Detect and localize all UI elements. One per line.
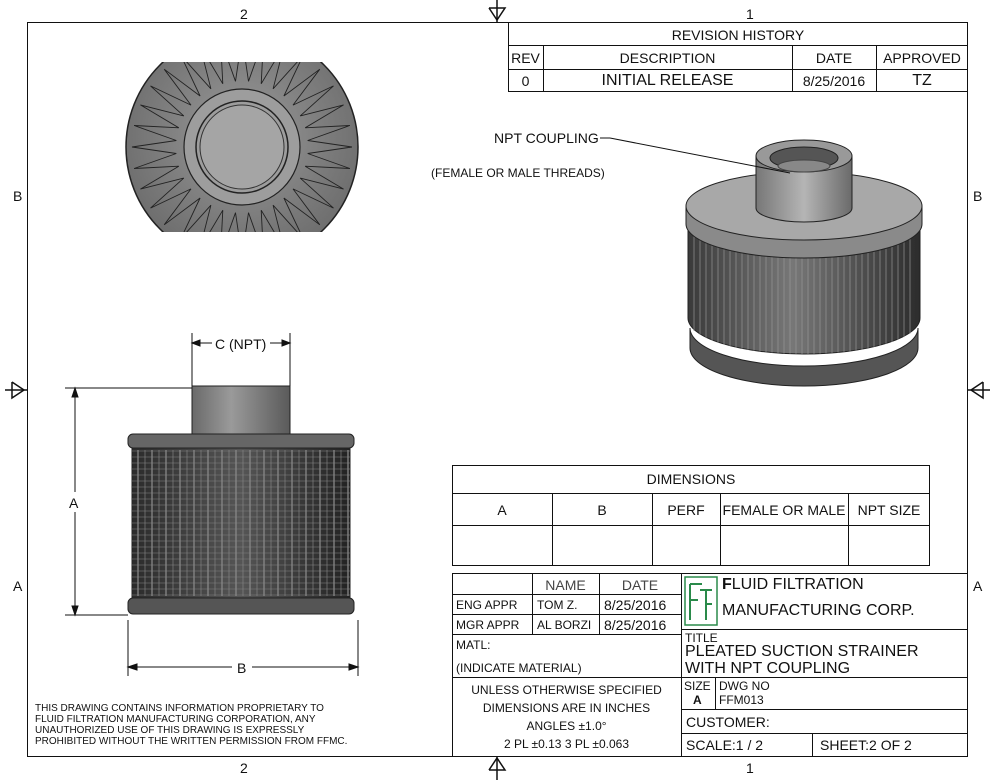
scale-label: SCALE:1 / 2 <box>686 737 764 753</box>
tolerance-line-3: ANGLES ±1.0° <box>526 719 607 733</box>
mgr-appr-name: AL BORZI <box>537 618 592 632</box>
strainer-isometric-view <box>685 139 923 387</box>
drawing-title-line-1: PLEATED SUCTION STRAINER <box>685 643 919 660</box>
approval-name-header: NAME <box>545 577 586 593</box>
proprietary-line-2: FLUID FILTRATION MANUFACTURING CORPORATI… <box>35 714 316 725</box>
dim-header-npt-size: NPT SIZE <box>857 502 921 518</box>
dimensions-table <box>452 465 930 566</box>
proprietary-line-3: UNAUTHORIZED USE OF THIS DRAWING IS EXPR… <box>35 725 305 736</box>
callout-threads: (FEMALE OR MALE THREADS) <box>431 166 605 180</box>
zone-bottom-right: 1 <box>746 760 754 776</box>
company-logo <box>684 576 718 626</box>
zone-bottom-left: 2 <box>240 760 248 776</box>
eng-appr-date: 8/25/2016 <box>604 597 667 613</box>
proprietary-line-1: THIS DRAWING CONTAINS INFORMATION PROPRI… <box>35 703 324 714</box>
zone-top-left: 2 <box>240 6 248 22</box>
eng-appr-label: ENG APPR <box>456 598 518 612</box>
rev-header-date: DATE <box>815 50 853 66</box>
size-label: SIZE <box>684 679 711 693</box>
approval-date-header: DATE <box>621 577 659 593</box>
tolerance-line-1: UNLESS OTHERWISE SPECIFIED <box>471 683 662 697</box>
company-name-line-2: MANUFACTURING CORP. <box>722 602 915 619</box>
strainer-side-view <box>127 385 355 615</box>
mgr-appr-date: 8/25/2016 <box>604 617 667 633</box>
material-label: MATL: <box>456 638 491 652</box>
rev-value-date: 8/25/2016 <box>802 73 866 89</box>
strainer-top-view <box>125 62 359 232</box>
dim-header-female-or-male: FEMALE OR MALE <box>722 502 846 518</box>
dim-header-b: B <box>597 502 607 518</box>
title-label: TITLE <box>685 631 718 645</box>
dim-header-a: A <box>497 502 507 518</box>
dwg-no-label: DWG NO <box>719 679 770 693</box>
tolerance-line-2: DIMENSIONS ARE IN INCHES <box>482 701 651 715</box>
revision-table <box>508 22 968 92</box>
rev-header-approved: APPROVED <box>883 50 961 66</box>
callout-npt-coupling: NPT COUPLING <box>494 130 599 146</box>
zone-left-bottom: A <box>13 578 23 594</box>
sheet-label: SHEET:2 OF 2 <box>820 737 912 753</box>
dwg-no-value: FFM013 <box>719 693 764 707</box>
drawing-title-line-2: WITH NPT COUPLING <box>685 660 851 677</box>
tolerance-line-4: 2 PL ±0.13 3 PL ±0.063 <box>503 737 630 751</box>
zone-top-right: 1 <box>746 6 754 22</box>
title-block <box>452 573 968 757</box>
eng-appr-name: TOM Z. <box>537 598 578 612</box>
company-name-line-1: FLUID FILTRATION <box>722 576 864 593</box>
rev-header-rev: REV <box>511 50 540 66</box>
customer-label: CUSTOMER: <box>686 714 770 730</box>
dim-a-label: A <box>69 495 79 511</box>
rev-header-description: DESCRIPTION <box>619 50 716 66</box>
dim-b-label: B <box>237 660 247 676</box>
size-value: A <box>693 693 702 707</box>
rev-value-approved: TZ <box>912 72 932 89</box>
zone-left-top: B <box>13 188 23 204</box>
rev-value-description: INITIAL RELEASE <box>601 72 734 89</box>
zone-right-bottom: A <box>973 578 983 594</box>
dim-c-label: C (NPT) <box>215 336 267 352</box>
zone-right-top: B <box>973 188 983 204</box>
mgr-appr-label: MGR APPR <box>456 618 520 632</box>
dim-header-perf: PERF <box>667 502 705 518</box>
dimensions-title: DIMENSIONS <box>646 471 736 487</box>
rev-value-rev: 0 <box>521 73 530 89</box>
proprietary-line-4: PROHIBITED WITHOUT THE WRITTEN PERMISSIO… <box>35 736 348 747</box>
material-value: (INDICATE MATERIAL) <box>456 661 582 675</box>
revision-title: REVISION HISTORY <box>671 27 805 43</box>
